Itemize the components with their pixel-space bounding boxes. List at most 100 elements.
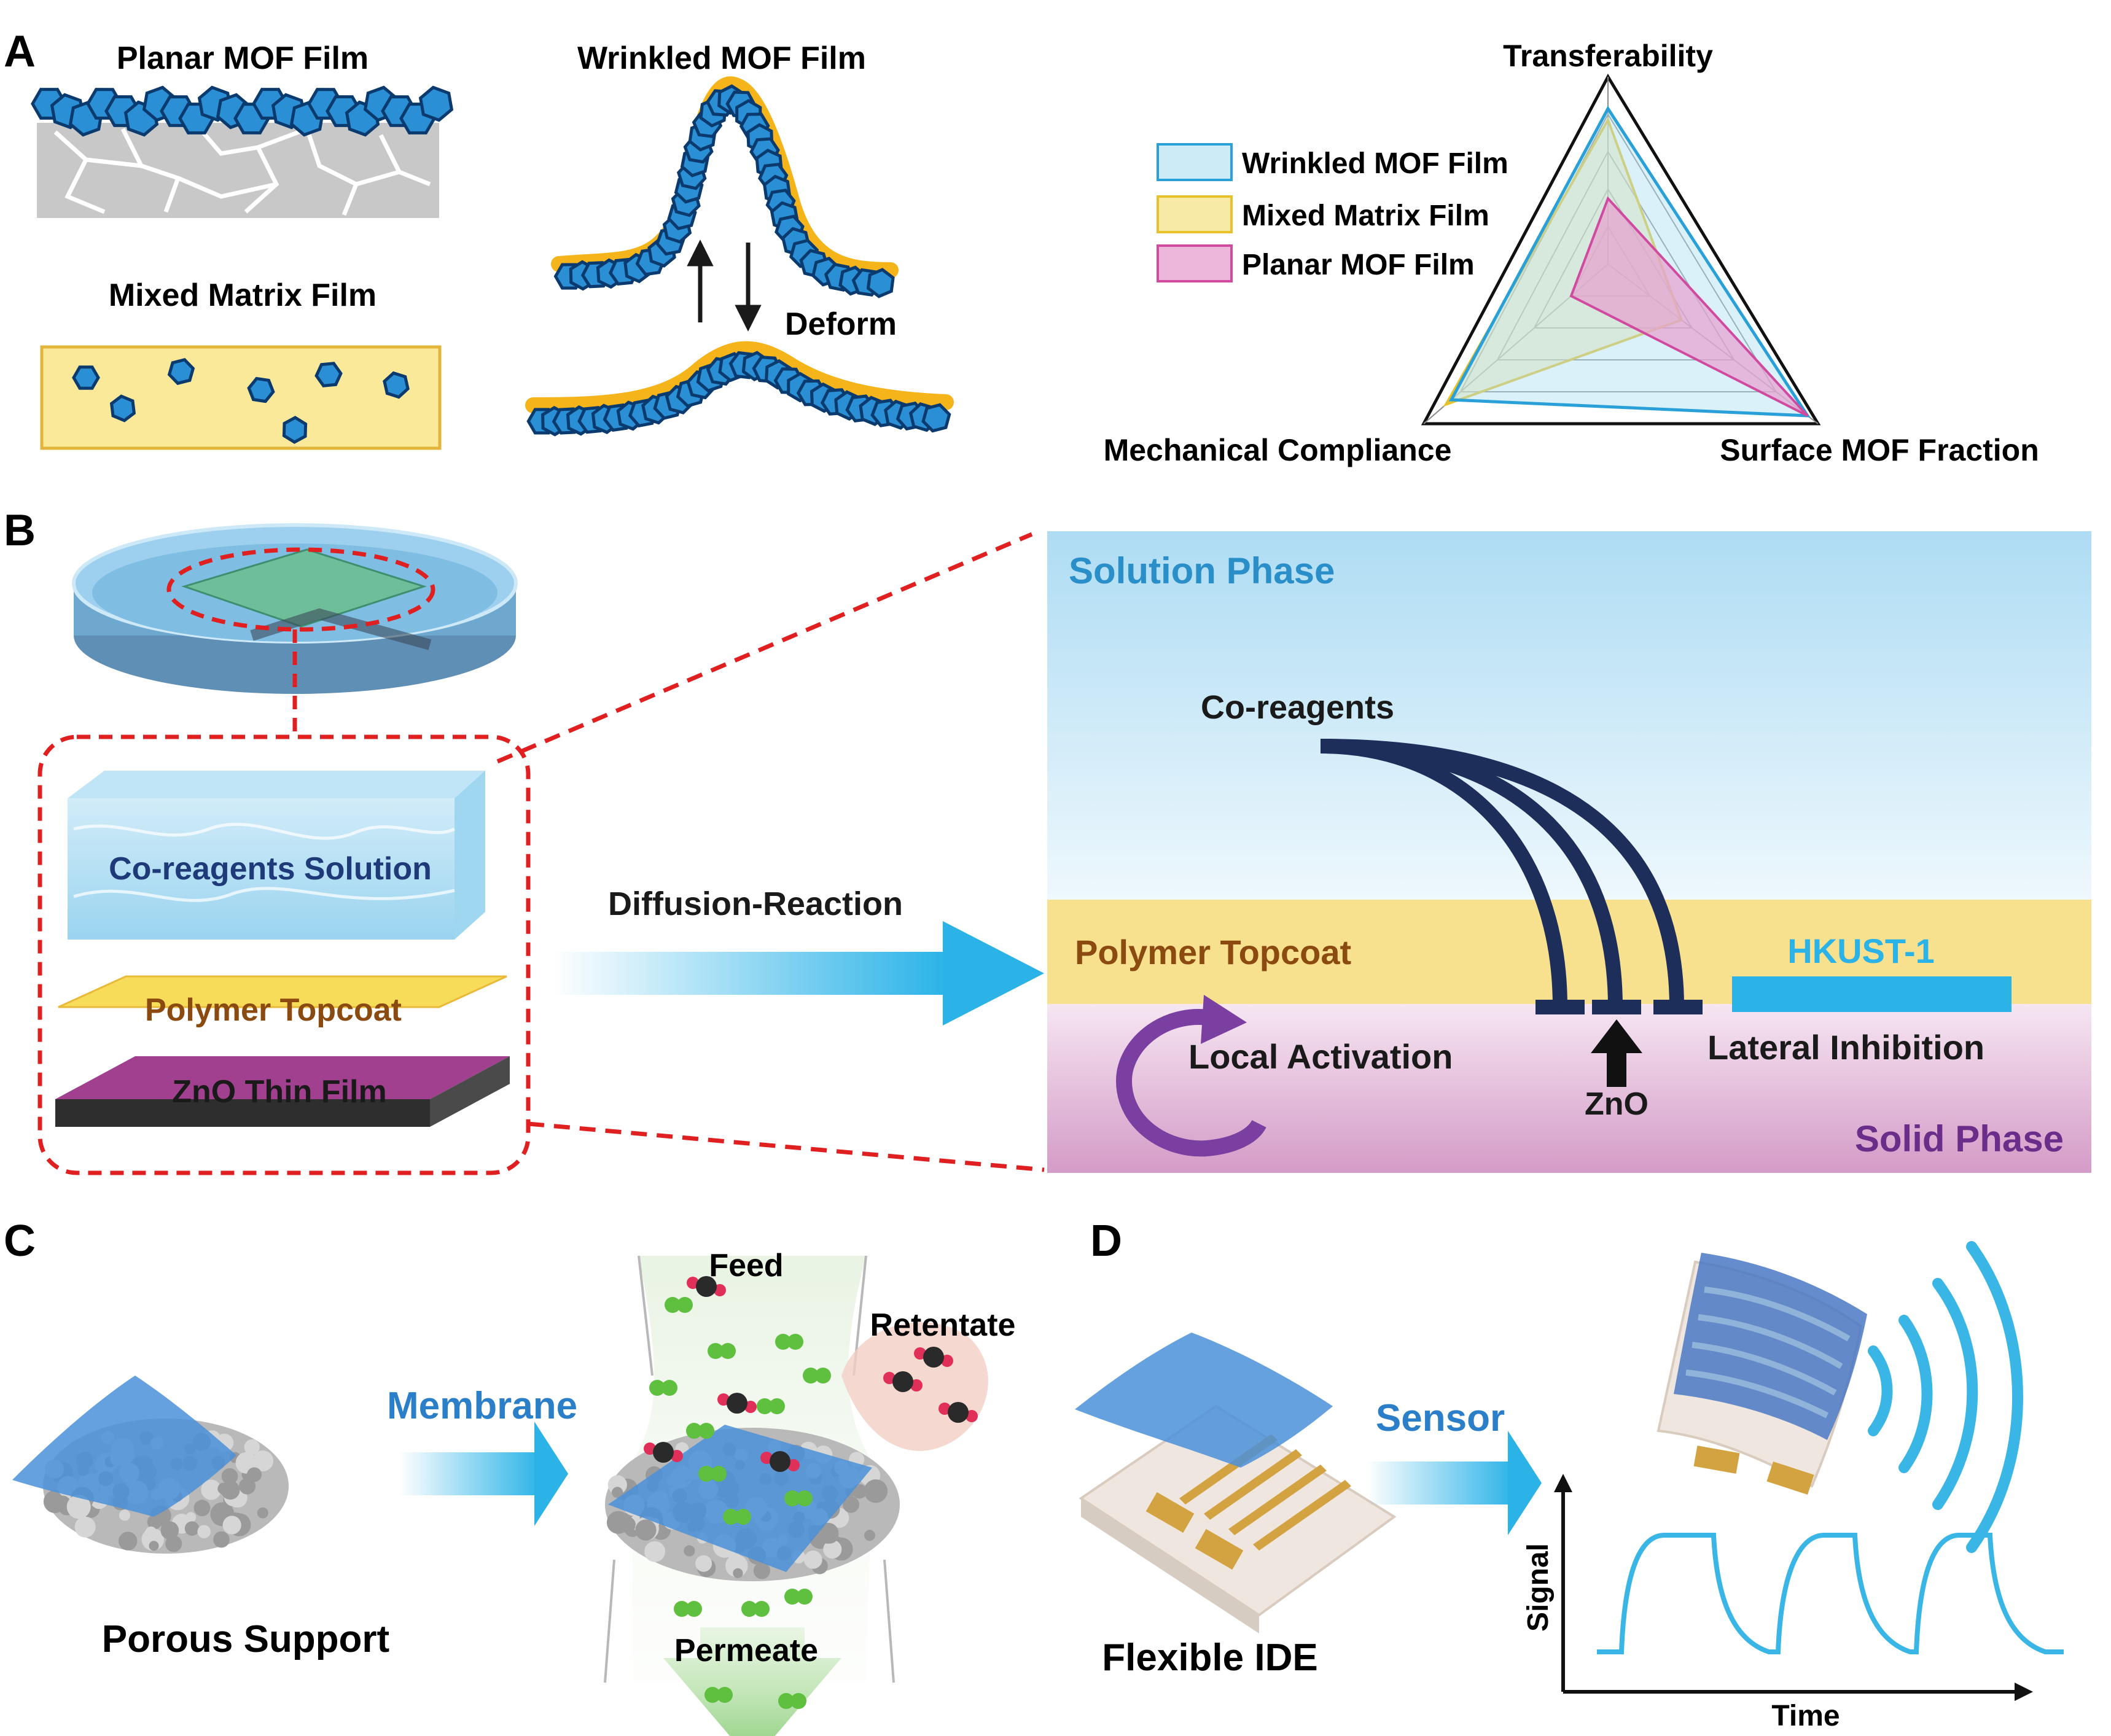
- pore-blob: [74, 1516, 96, 1538]
- membrane-label: Membrane: [387, 1385, 577, 1427]
- dark-molecule: [644, 1442, 656, 1455]
- green-molecule: [711, 1466, 727, 1482]
- separation-module: [604, 1255, 988, 1736]
- planar-film-title: Planar MOF Film: [117, 41, 369, 76]
- lateral-inhibition-label: Lateral Inhibition: [1707, 1028, 1984, 1067]
- local-activation-label: Local Activation: [1188, 1037, 1453, 1076]
- green-molecule: [649, 1380, 665, 1396]
- pore-blob: [864, 1530, 875, 1541]
- green-molecule: [784, 1490, 800, 1506]
- green-molecule: [723, 1509, 739, 1525]
- wireless-waves: [1868, 1241, 2023, 1553]
- dark-molecule: [653, 1442, 674, 1463]
- wrinkle-polymer-bottom: [525, 341, 954, 413]
- dark-molecule: [687, 1277, 699, 1289]
- mof-crystal: [418, 85, 454, 122]
- green-molecule: [677, 1297, 693, 1313]
- mof-particle: [109, 394, 136, 422]
- pore-blob: [119, 1532, 138, 1551]
- green-molecule: [674, 1601, 690, 1617]
- pore-blob: [193, 1500, 211, 1517]
- dark-molecule: [892, 1371, 913, 1392]
- dark-molecule: [938, 1403, 951, 1415]
- signal-trace: [1597, 1533, 2064, 1654]
- radar-axis-top: Transferability: [1503, 39, 1713, 73]
- pore-blob: [239, 1477, 256, 1495]
- pore-blob: [217, 1482, 230, 1495]
- pore-blob: [221, 1468, 238, 1485]
- dashed-connector-top: [496, 532, 1033, 764]
- zno-label: ZnO: [1585, 1086, 1649, 1122]
- panel-letter-d: D: [1090, 1216, 1122, 1266]
- radar-series-planar: [1569, 196, 1809, 417]
- green-molecule: [735, 1509, 751, 1525]
- green-molecule: [686, 1423, 702, 1439]
- dark-molecule: [883, 1372, 896, 1384]
- permeate-label: Permeate: [674, 1633, 818, 1668]
- dark-molecule: [727, 1393, 747, 1414]
- mof-crystal: [866, 268, 895, 298]
- gas-molecules: [644, 1276, 978, 1709]
- green-molecule: [775, 1334, 791, 1350]
- pore-blob: [619, 1516, 636, 1533]
- wrinkle-bottom-mof: [526, 351, 951, 437]
- dashed-connector-bottom: [528, 1121, 1045, 1172]
- green-molecule: [769, 1398, 785, 1414]
- flexible-ide-label: Flexible IDE: [1102, 1637, 1317, 1679]
- pore-blob: [213, 1531, 230, 1548]
- pore-blob: [753, 1562, 770, 1579]
- dark-molecule: [714, 1284, 726, 1296]
- green-molecule: [665, 1297, 681, 1313]
- pore-blob: [247, 1467, 262, 1482]
- green-molecule: [741, 1601, 757, 1617]
- planar-mof-layer: [31, 85, 454, 137]
- pore-blob: [197, 1525, 211, 1538]
- green-molecule: [698, 1423, 714, 1439]
- pore-blob: [843, 1496, 859, 1513]
- panel-letter-a: A: [4, 27, 36, 76]
- pore-blob: [244, 1439, 260, 1455]
- panel-d: D Flexible IDE Sensor: [1075, 1216, 2064, 1732]
- dark-molecule: [914, 1347, 926, 1360]
- dark-molecule: [941, 1355, 953, 1367]
- diffusion-arrow: [553, 921, 1044, 1026]
- pore-blob: [222, 1516, 241, 1535]
- porous-support-label: Porous Support: [102, 1618, 389, 1660]
- pore-blob: [149, 1541, 159, 1551]
- pore-blob: [864, 1479, 888, 1503]
- legend-swatch-mixed: [1157, 195, 1233, 233]
- polymer-topcoat-layer: [58, 975, 507, 1008]
- wrinkled-film-title: Wrinkled MOF Film: [577, 41, 866, 76]
- panel-a: A Planar MOF Film Mixed Matrix Film: [4, 27, 2039, 467]
- membrane-arrow: [399, 1422, 568, 1526]
- polymer-topcoat-label: Polymer Topcoat: [145, 992, 402, 1028]
- green-molecule: [754, 1601, 770, 1617]
- solid-phase-label: Solid Phase: [1855, 1118, 2064, 1159]
- sensor-label: Sensor: [1376, 1397, 1505, 1439]
- hkust-bar: [1732, 976, 2011, 1012]
- pore-blob: [644, 1541, 666, 1562]
- deform-label: Deform: [785, 306, 897, 342]
- green-molecule: [803, 1368, 819, 1384]
- time-axis-label: Time: [1771, 1700, 1840, 1732]
- green-molecule: [778, 1693, 794, 1709]
- dark-molecule: [760, 1452, 773, 1464]
- pore-blob: [160, 1521, 179, 1539]
- bent-electrodes: [1685, 1286, 1851, 1419]
- layer-stack-box: [37, 734, 531, 1175]
- pore-blob: [803, 1551, 822, 1569]
- pore-blob: [684, 1545, 695, 1557]
- green-molecule: [787, 1334, 803, 1350]
- mof-particle: [282, 416, 308, 444]
- radar-grid-ring: [1421, 73, 1821, 426]
- wrinkled-film-illustration: Deform: [525, 76, 954, 437]
- green-molecule: [661, 1380, 677, 1396]
- retentate-label: Retentate: [870, 1307, 1016, 1343]
- mof-particle: [314, 362, 343, 387]
- substrate-cracks: [53, 127, 431, 216]
- flat-membrane-sheet: [1075, 1333, 1333, 1468]
- legend-label-mixed: Mixed Matrix Film: [1242, 200, 1489, 232]
- pore-blob: [66, 1495, 91, 1519]
- dark-molecule: [696, 1276, 717, 1297]
